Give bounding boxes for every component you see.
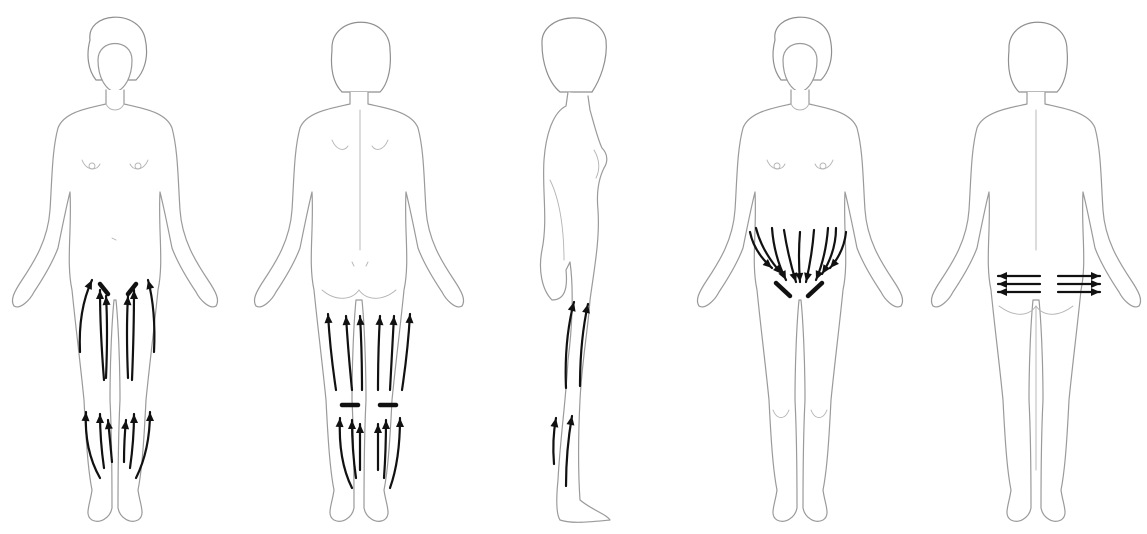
arrow-group-abdomen-downward-to-groin: [750, 228, 846, 296]
direction-arrow-2-3-head: [357, 316, 365, 325]
stop-bar-4-2: [808, 283, 822, 296]
direction-arrow-2-6-shaft: [402, 314, 410, 390]
direction-arrow-3-4-shaft: [566, 416, 572, 486]
direction-arrow-3-1-shaft: [566, 302, 574, 388]
direction-arrow-2-9-head: [356, 424, 364, 433]
direction-arrow-2-3-shaft: [360, 316, 362, 390]
direction-arrow-5-1-head: [998, 272, 1007, 280]
stop-bar-4-1: [776, 283, 790, 296]
direction-arrow-2-6-head: [406, 314, 414, 323]
direction-arrow-2-5-shaft: [390, 316, 394, 390]
direction-arrow-2-2-shaft: [346, 316, 352, 390]
direction-arrow-1-5-shaft: [132, 290, 134, 380]
arrow-group-buttocks-outward: [998, 272, 1100, 296]
direction-arrow-2-5-head: [389, 316, 397, 325]
direction-arrow-2-1-head: [325, 314, 333, 323]
direction-arrow-3-4-head: [566, 416, 574, 426]
direction-arrow-5-4-head: [1091, 272, 1100, 280]
direction-arrow-2-4-head: [375, 316, 383, 325]
direction-arrow-4-9-head: [830, 259, 839, 268]
stop-bar-1-1: [100, 284, 108, 294]
direction-arrow-5-2-head: [998, 280, 1007, 288]
direction-arrow-1-8-head: [96, 414, 104, 423]
direction-arrow-5-6-head: [1091, 288, 1100, 296]
direction-arrow-5-3-head: [998, 288, 1007, 296]
direction-arrow-1-7-head: [82, 412, 90, 421]
direction-arrow-1-3-shaft: [106, 296, 107, 378]
direction-arrow-2-7-head: [336, 418, 344, 427]
arrow-group-front-legs-upward: [80, 280, 155, 478]
direction-arrow-2-4-shaft: [378, 316, 380, 390]
arrow-group-back-legs-upward: [325, 314, 414, 488]
direction-arrow-1-12-head: [146, 412, 154, 421]
direction-arrow-1-4-shaft: [127, 296, 128, 378]
direction-arrow-3-3-head: [550, 418, 558, 428]
direction-arrow-1-11-head: [130, 414, 138, 423]
direction-arrow-2-12-shaft: [390, 418, 400, 488]
direction-arrow-1-3-head: [103, 296, 111, 305]
direction-arrow-3-2-shaft: [580, 304, 588, 386]
direction-arrow-2-12-head: [396, 418, 404, 427]
direction-arrow-2-8-head: [348, 420, 356, 429]
direction-arrow-2-10-head: [374, 424, 382, 433]
direction-arrow-2-11-head: [382, 420, 390, 429]
direction-arrow-2-2-head: [343, 316, 351, 325]
direction-arrow-1-6-shaft: [148, 280, 154, 352]
direction-arrow-1-4-head: [123, 296, 131, 305]
direction-arrow-1-12-shaft: [136, 412, 150, 478]
direction-arrow-1-2-head: [96, 290, 104, 299]
arrow-group-side-leg-upward: [550, 302, 589, 486]
direction-arrow-2-1-shaft: [328, 314, 336, 390]
direction-arrow-5-5-head: [1091, 280, 1100, 288]
direction-arrow-1-1-shaft: [80, 280, 92, 352]
